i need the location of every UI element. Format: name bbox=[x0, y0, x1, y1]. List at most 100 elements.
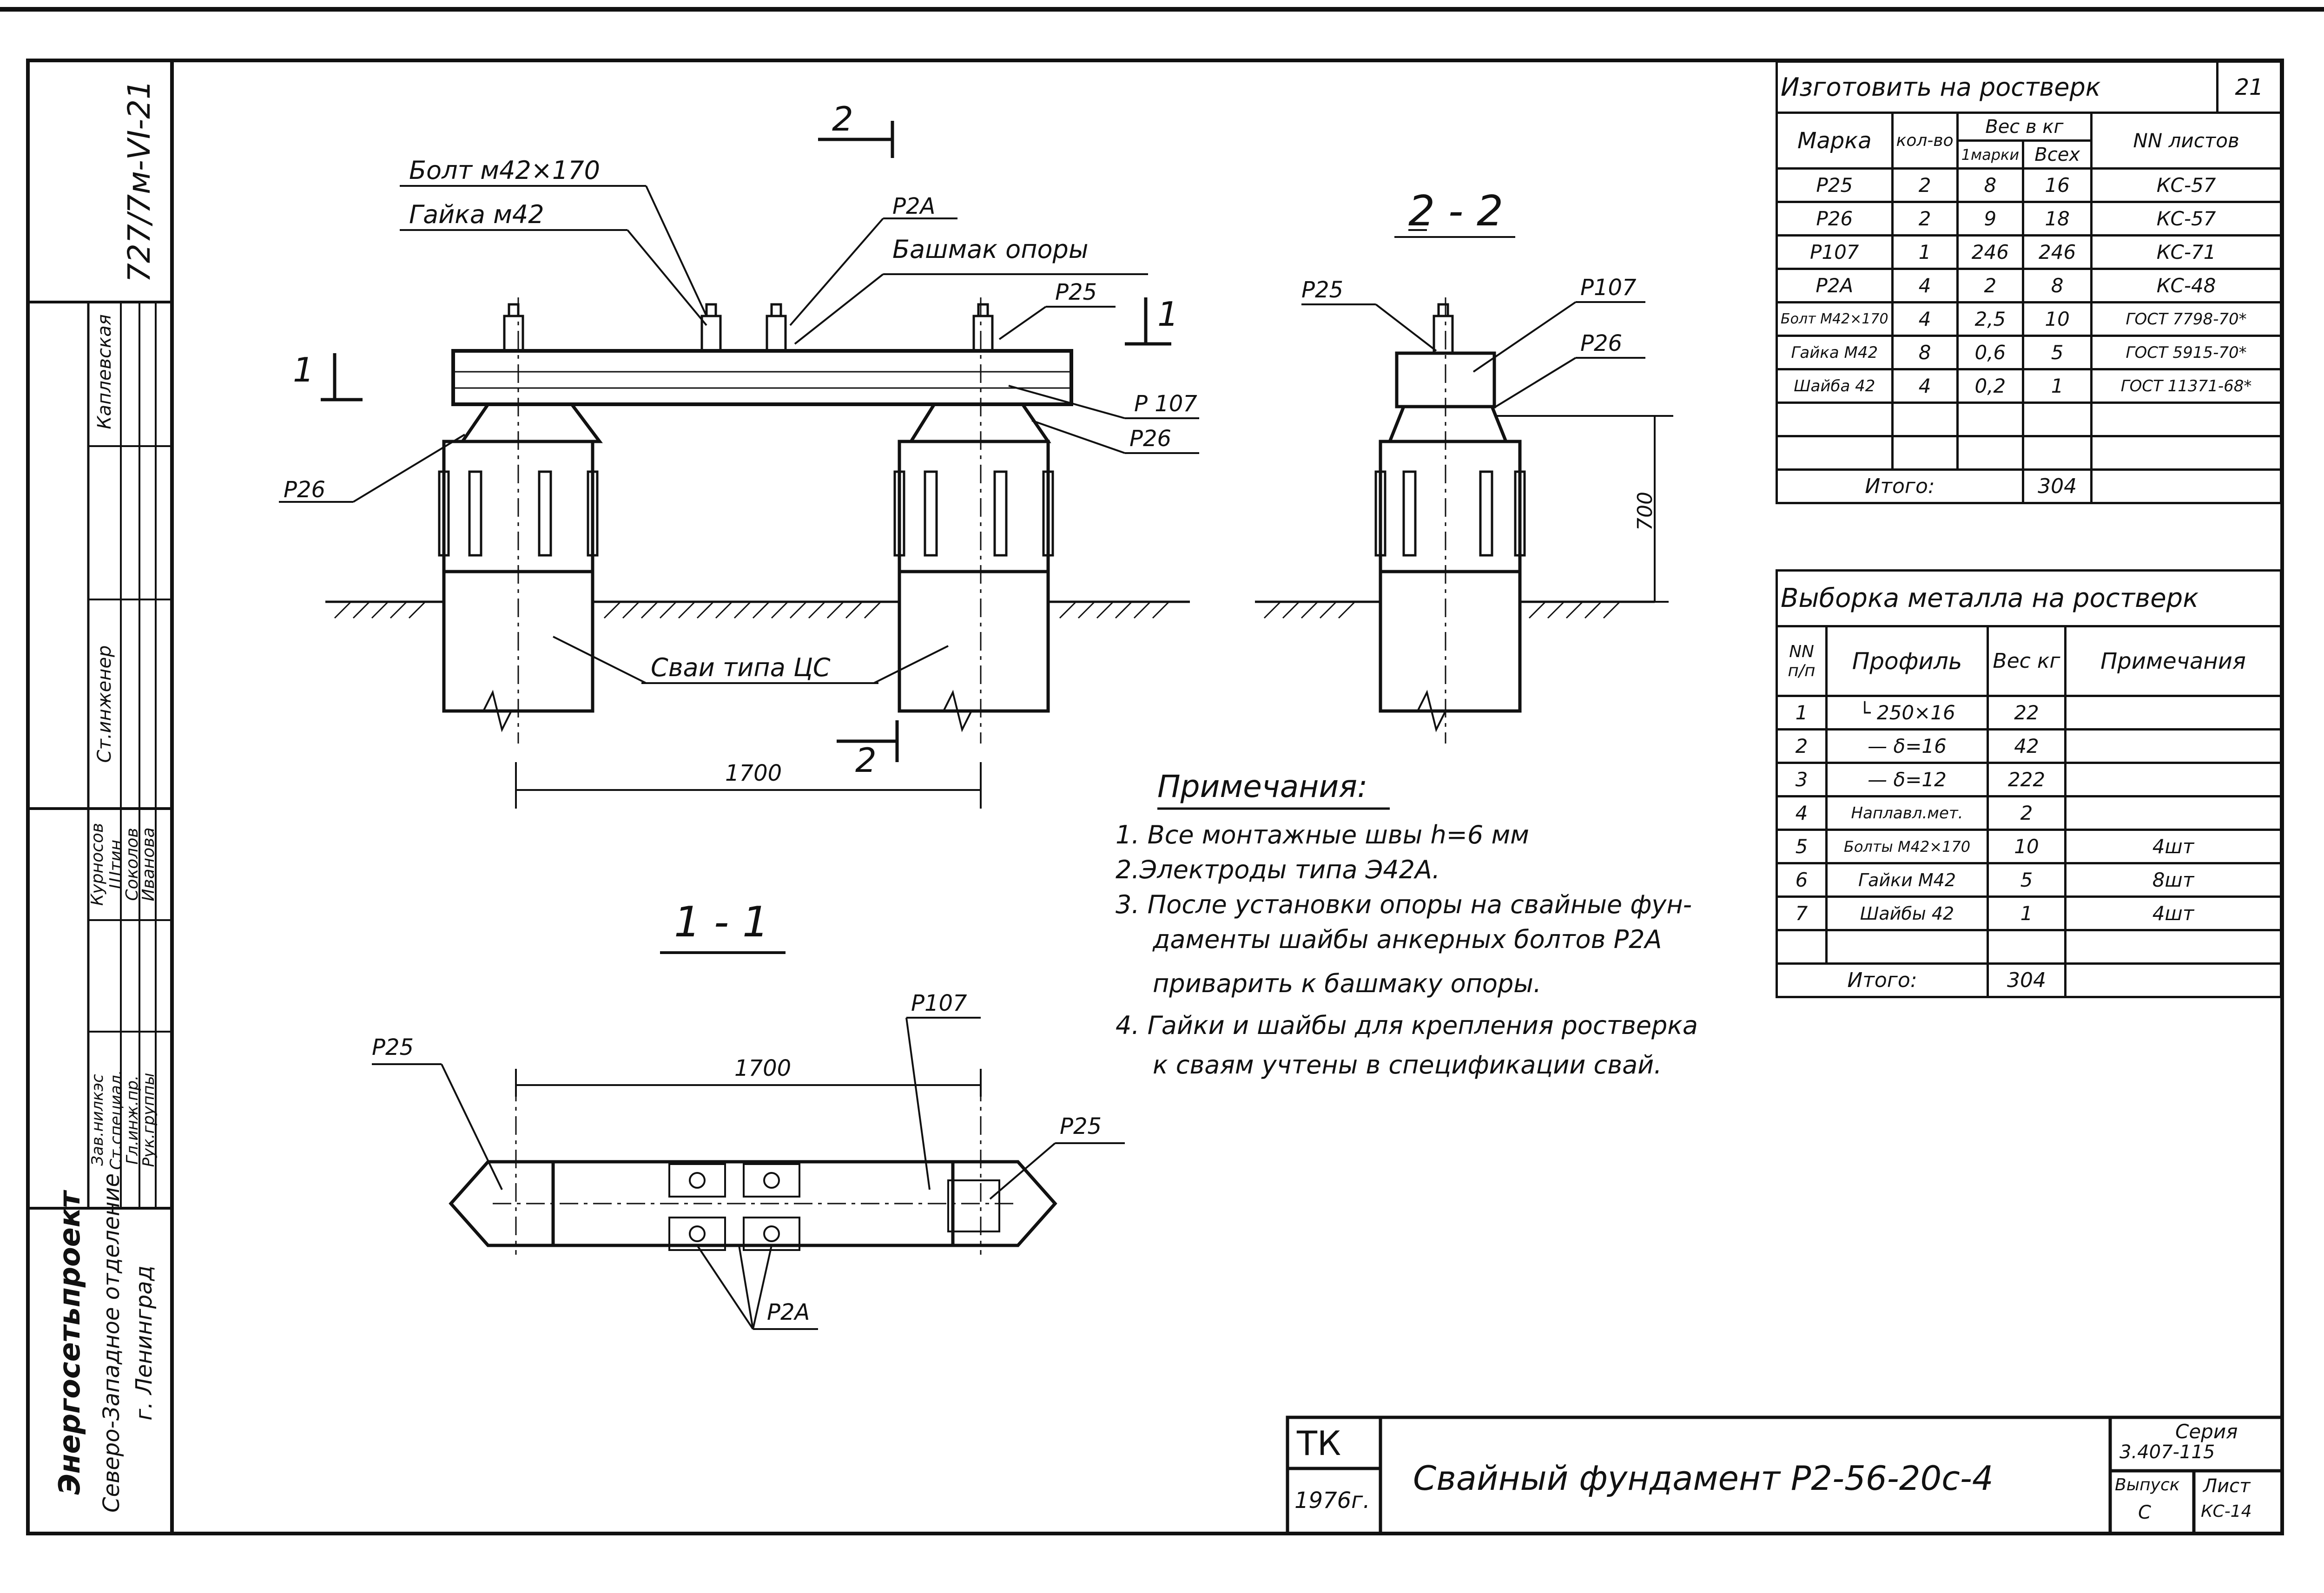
titleblock-sheet: КС-14 bbox=[2201, 1502, 2252, 1521]
note-item: 4. Гайки и шайбы для крепления ростверка bbox=[1116, 1011, 1698, 1040]
titleblock-title: Свайный фундамент Р2-56-20с-4 bbox=[1413, 1459, 1994, 1498]
titleblock-issue-label: Выпуск bbox=[2115, 1475, 2180, 1494]
note-item: приварить к башмаку опоры. bbox=[1153, 969, 1542, 998]
table2-hdr-n: NN п/п bbox=[1776, 625, 1828, 697]
plan-label-p25-right: Р25 bbox=[1060, 1113, 1102, 1139]
table-row bbox=[1776, 435, 2282, 471]
table2-hdr-weight: Вес кг bbox=[1987, 625, 2067, 697]
stamp-role: Рук.группы bbox=[139, 1073, 158, 1167]
table1-title: Изготовить на ростверк bbox=[1776, 60, 2218, 114]
label-p25: Р25 bbox=[1055, 279, 1097, 305]
label-shoe: Башмак опоры bbox=[892, 235, 1089, 264]
table1-sheet-no: 21 bbox=[2216, 60, 2282, 114]
label-s22-p25: Р25 bbox=[1301, 277, 1344, 303]
stamp-name: Курносов bbox=[88, 823, 107, 906]
table1-hdr-w-one: 1марки bbox=[1956, 139, 2025, 170]
plan-label-p2a: Р2А bbox=[767, 1299, 810, 1325]
table2-hdr-note: Примечания bbox=[2064, 625, 2282, 697]
titleblock-sheet-label: Лист bbox=[2203, 1475, 2251, 1497]
stamp-name: Соколов bbox=[123, 828, 142, 901]
note-item: к сваям учтены в спецификации свай. bbox=[1153, 1050, 1662, 1080]
table1-hdr-sheets: NN листов bbox=[2090, 112, 2282, 170]
label-p26-left: Р26 bbox=[284, 477, 326, 503]
sheet-code: 727/7м-VI-21 bbox=[121, 79, 157, 283]
view-mark-left: 1 bbox=[293, 350, 314, 389]
title-block-frame bbox=[1286, 1415, 2284, 1535]
table1-total-value: 304 bbox=[2022, 468, 2093, 504]
table1-hdr-qty: кол-во bbox=[1891, 112, 1959, 170]
label-bolt: Болт м42×170 bbox=[409, 156, 600, 185]
plan-dim-1700: 1700 bbox=[734, 1055, 792, 1081]
section-2-2-view bbox=[1255, 229, 1673, 744]
stamp-role: Зав.нилкэс bbox=[88, 1074, 107, 1166]
stamp-role: Ст.специал. bbox=[107, 1070, 125, 1170]
table2-total-label: Итого: bbox=[1776, 962, 1989, 998]
label-p107: Р 107 bbox=[1134, 391, 1197, 417]
note-item: даменты шайбы анкерных болтов Р2А bbox=[1153, 925, 1662, 954]
titleblock-year: 1976г. bbox=[1294, 1488, 1370, 1514]
label-p26-right: Р26 bbox=[1129, 426, 1172, 452]
label-s22-p107: Р107 bbox=[1580, 275, 1637, 301]
note-item: 1. Все монтажные швы h=6 мм bbox=[1116, 820, 1529, 849]
table-row bbox=[1776, 929, 2282, 965]
titleblock-tk: ТК bbox=[1297, 1424, 1341, 1463]
label-piles: Сваи типа ЦС bbox=[651, 653, 831, 682]
table-row bbox=[1776, 402, 2282, 437]
stamp-name: Иванова bbox=[139, 827, 158, 902]
table1-hdr-weight: Вес в кг bbox=[1956, 112, 2093, 142]
titleblock-series-label: Серия bbox=[2175, 1420, 2238, 1443]
titleblock-series: 3.407-115 bbox=[2119, 1442, 2215, 1463]
section-mark-bottom: 2 bbox=[855, 741, 877, 780]
label-p2a: Р2А bbox=[892, 193, 936, 219]
stamp-name: Штин bbox=[106, 839, 125, 889]
dim-700: 700 bbox=[1633, 492, 1657, 531]
org-dept: Северо-Западное отделение bbox=[99, 1173, 125, 1513]
table1-hdr-w-all: Всех bbox=[2022, 139, 2093, 170]
sheet-frame bbox=[26, 59, 2284, 1535]
table1-total-row: Итого: 304 bbox=[1775, 468, 2282, 504]
note-item: 2.Электроды типа Э42А. bbox=[1116, 855, 1440, 884]
table2-title: Выборка металла на ростверк bbox=[1776, 569, 2282, 627]
plan-label-p25-left: Р25 bbox=[372, 1034, 414, 1060]
stamp-role: Гл.инж.пр. bbox=[123, 1075, 142, 1165]
table2-total-row: Итого: 304 bbox=[1776, 962, 2282, 998]
org-city: г. Ленинград bbox=[131, 1265, 157, 1421]
table2-hdr-profile: Профиль bbox=[1825, 625, 1989, 697]
stamp-upper-name: Каплевская bbox=[94, 314, 115, 429]
view-11-title: 1 - 1 bbox=[674, 898, 769, 947]
label-nut: Гайка м42 bbox=[409, 200, 544, 229]
table1-total-label: Итого: bbox=[1775, 468, 2025, 504]
note-item: 3. После установки опоры на свайные фун- bbox=[1116, 890, 1692, 919]
fabrication-table: Изготовить на ростверк 21 Марка кол-во В… bbox=[1775, 60, 2282, 504]
section-mark-top: 2 bbox=[832, 99, 853, 138]
view-mark-right: 1 bbox=[1157, 295, 1179, 334]
table2-total-value: 304 bbox=[1987, 962, 2067, 998]
front-view bbox=[279, 121, 1199, 809]
label-s22-p26: Р26 bbox=[1580, 330, 1623, 356]
plan-label-p107: Р107 bbox=[911, 990, 967, 1016]
titleblock-issue: С bbox=[2138, 1502, 2151, 1523]
section-1-1-plan bbox=[372, 951, 1125, 1330]
view-22-title: 2 - 2 bbox=[1408, 187, 1504, 236]
metal-selection-table: Выборка металла на ростверк NN п/п Профи… bbox=[1776, 569, 2282, 998]
stamp-upper-role: Ст.инженер bbox=[94, 645, 115, 763]
dim-1700-front: 1700 bbox=[725, 760, 782, 786]
notes-title: Примечания: bbox=[1157, 769, 1368, 804]
org-name: Энергосетьпроект bbox=[53, 1191, 86, 1495]
